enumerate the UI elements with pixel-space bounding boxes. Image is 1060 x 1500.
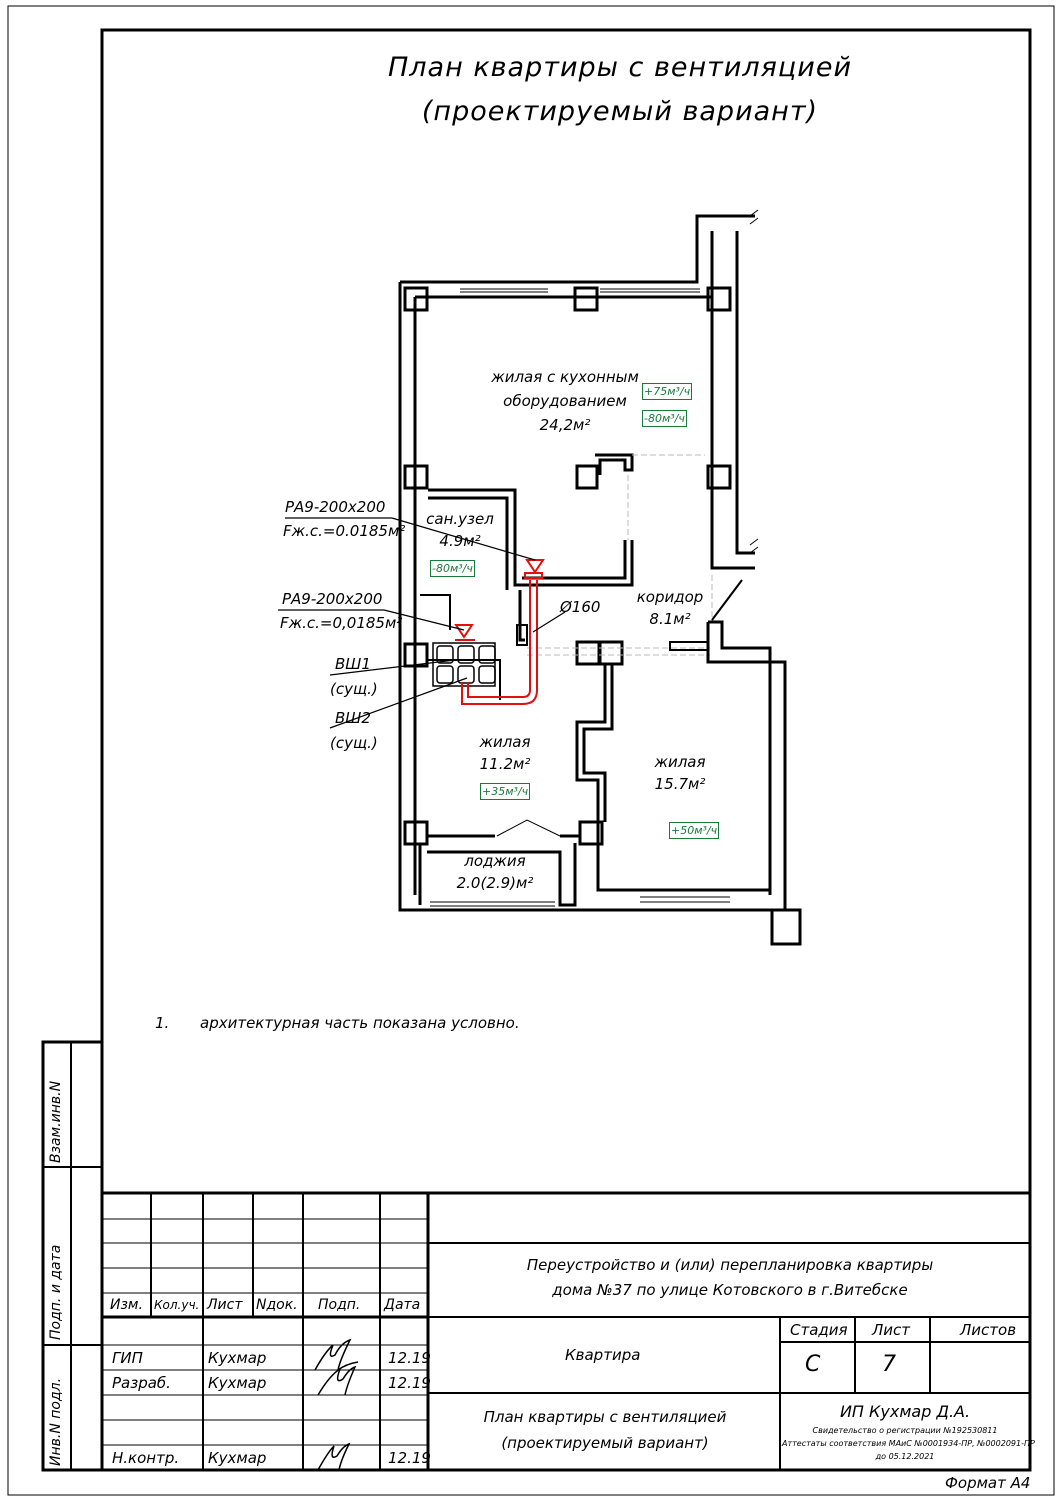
exterior-wall xyxy=(398,282,802,946)
stamp-firm-valid: до 05.12.2021 xyxy=(875,1452,935,1461)
room-living-large-name: жилая xyxy=(654,753,706,771)
stamp-stage: С xyxy=(805,1352,821,1377)
airflow-kitchen-in: +75м³/ч xyxy=(642,383,693,400)
stamp-date-razrab: 12.19 xyxy=(388,1374,431,1392)
airflow-bath-out: -80м³/ч xyxy=(430,560,475,577)
shaft2-name: ВШ2 xyxy=(335,709,371,727)
stamp-col-ndok: Nдок. xyxy=(256,1297,298,1313)
room-living-large-area: 15.7м² xyxy=(654,775,706,793)
grille2-area: Fж.с.=0,0185м² xyxy=(280,614,403,632)
stamp-name-razrab: Кухмар xyxy=(208,1374,267,1392)
stamp-firm-reg: Свидетельство о регистрации №192530811 xyxy=(812,1426,998,1435)
stamp-firm: ИП Кухмар Д.А. xyxy=(839,1402,971,1421)
stamp-drawing-line2: (проектируемый вариант) xyxy=(501,1434,709,1452)
shaft1-note: (сущ.) xyxy=(330,680,378,698)
grille2-type: РА9-200х200 xyxy=(282,590,383,608)
room-loggia-area: 2.0(2.9)м² xyxy=(456,874,534,892)
side-label-podp-data: Подп. и дата xyxy=(48,1244,64,1340)
stamp-sheets-header: Листов xyxy=(960,1321,1017,1339)
stamp-project-line2: дома №37 по улице Котовского в г.Витебск… xyxy=(552,1281,908,1299)
signature xyxy=(314,1338,359,1471)
stamp-drawing-line1: План квартиры с вентиляцией xyxy=(483,1408,727,1426)
room-bathroom-name: сан.узел xyxy=(426,510,494,528)
stamp-object: Квартира xyxy=(565,1346,641,1364)
room-corridor-name: коридор xyxy=(636,588,704,606)
stamp-project-line1: Переустройство и (или) перепланировка кв… xyxy=(526,1256,934,1274)
stamp-name-nkontr: Кухмар xyxy=(208,1449,267,1467)
grille1-area: Fж.с.=0.0185м² xyxy=(283,522,406,540)
note-number: 1. xyxy=(155,1014,170,1032)
stamp-col-izm: Изм. xyxy=(110,1297,143,1313)
stamp-date-nkontr: 12.19 xyxy=(388,1449,431,1467)
duct-route xyxy=(455,572,543,705)
room-living-kitchen-area: 24,2м² xyxy=(539,416,591,434)
note-text: архитектурная часть показана условно. xyxy=(200,1014,520,1032)
stamp-date-gip: 12.19 xyxy=(388,1349,431,1367)
room-living-small-area: 11.2м² xyxy=(479,755,531,773)
drawing-title-line2: (проектируемый вариант) xyxy=(421,96,819,127)
main-frame xyxy=(41,28,1032,1472)
side-label-inv-podl: Инв.N подл. xyxy=(48,1377,64,1466)
stamp-sheet-header: Лист xyxy=(872,1321,911,1339)
stamp-col-list: Лист xyxy=(207,1297,243,1313)
shaft1-name: ВШ1 xyxy=(335,655,371,673)
stamp-col-koluch: Кол.уч. xyxy=(154,1298,200,1312)
stamp-role-gip: ГИП xyxy=(112,1349,143,1367)
stamp-col-data: Дата xyxy=(384,1297,421,1313)
title-block xyxy=(102,1191,1030,1470)
stamp-firm-attest: Аттестаты соответствия МАиС №0001934-ПР,… xyxy=(782,1439,1035,1448)
stamp-stage-header: Стадия xyxy=(790,1321,848,1339)
stamp-format: Формат А4 xyxy=(945,1474,1031,1492)
airflow-kitchen-out: -80м³/ч xyxy=(642,410,687,427)
room-living-small-name: жилая xyxy=(479,733,531,751)
shaft2-note: (сущ.) xyxy=(330,734,378,752)
stamp-name-gip: Кухмар xyxy=(208,1349,267,1367)
airflow-small-in: +35м³/ч xyxy=(480,783,531,800)
room-loggia-name: лоджия xyxy=(464,852,526,870)
stamp-role-nkontr: Н.контр. xyxy=(112,1449,180,1467)
room-bathroom-area: 4.9м² xyxy=(439,532,481,550)
room-living-kitchen-name1: жилая с кухонным xyxy=(491,368,639,386)
airflow-large-in: +50м³/ч xyxy=(669,822,720,839)
room-living-kitchen-name2: оборудованием xyxy=(503,392,627,410)
stamp-col-podp: Подп. xyxy=(318,1297,361,1313)
grille1-type: РА9-200х200 xyxy=(285,498,386,516)
drawing-title-line1: План квартиры с вентиляцией xyxy=(387,52,853,83)
leader-lines xyxy=(278,517,566,729)
stamp-sheet: 7 xyxy=(882,1352,896,1377)
side-label-inv-vzam: Взам.инв.N xyxy=(48,1080,64,1163)
stamp-role-razrab: Разраб. xyxy=(112,1374,171,1392)
duct-diameter: Ø160 xyxy=(560,598,601,616)
room-corridor-area: 8.1м² xyxy=(649,610,691,628)
floor-plan xyxy=(398,209,802,946)
